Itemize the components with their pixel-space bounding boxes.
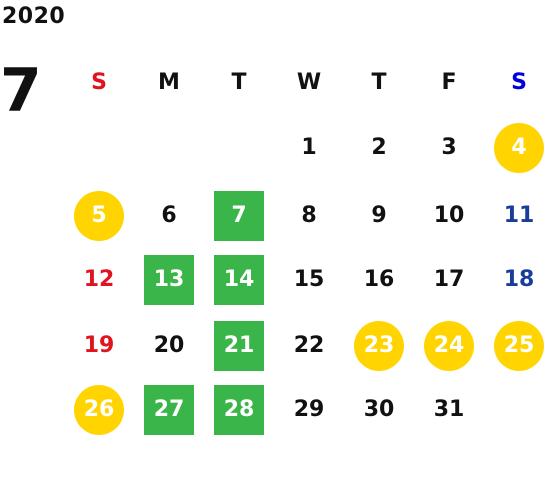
day-number: 27 xyxy=(144,385,194,435)
day-number: 2 xyxy=(371,135,387,160)
day-cell-21[interactable]: 21 xyxy=(210,320,268,372)
day-number: 13 xyxy=(144,255,194,305)
empty-day-cell xyxy=(490,384,548,436)
day-number: 11 xyxy=(503,203,535,228)
empty-day-cell xyxy=(70,122,128,174)
day-cell-25[interactable]: 25 xyxy=(490,320,548,372)
weekday-header-sat: S xyxy=(511,69,527,95)
weekday-header-mon: M xyxy=(158,69,180,95)
empty-day xyxy=(74,123,124,173)
day-number: 30 xyxy=(363,397,395,422)
weekday-header-sun: S xyxy=(91,69,107,95)
day-number: 17 xyxy=(433,267,465,292)
day-cell-2[interactable]: 2 xyxy=(350,122,408,174)
day-number: 24 xyxy=(424,321,474,371)
day-number: 14 xyxy=(214,255,264,305)
day-number: 18 xyxy=(503,267,535,292)
day-cell-17[interactable]: 17 xyxy=(420,254,478,306)
day-number: 19 xyxy=(83,333,115,358)
day-cell-29[interactable]: 29 xyxy=(280,384,338,436)
day-cell-13[interactable]: 13 xyxy=(140,254,198,306)
day-cell-15[interactable]: 15 xyxy=(280,254,338,306)
day-number: 26 xyxy=(74,385,124,435)
day-number: 10 xyxy=(433,203,465,228)
weekday-header-thu: T xyxy=(371,69,387,95)
day-cell-7[interactable]: 7 xyxy=(210,190,268,242)
empty-day xyxy=(214,123,264,173)
day-number: 23 xyxy=(354,321,404,371)
day-cell-26[interactable]: 26 xyxy=(70,384,128,436)
empty-day xyxy=(144,123,194,173)
day-cell-12[interactable]: 12 xyxy=(70,254,128,306)
day-cell-4[interactable]: 4 xyxy=(490,122,548,174)
day-cell-3[interactable]: 3 xyxy=(420,122,478,174)
week-row-1: 1 2 3 4 xyxy=(70,122,548,174)
day-cell-8[interactable]: 8 xyxy=(280,190,338,242)
week-row-3: 12 13 14 15 16 17 18 xyxy=(70,254,548,306)
day-number: 16 xyxy=(363,267,395,292)
day-cell-31[interactable]: 31 xyxy=(420,384,478,436)
day-number: 15 xyxy=(293,267,325,292)
day-cell-27[interactable]: 27 xyxy=(140,384,198,436)
week-row-2: 5 6 7 8 9 10 11 xyxy=(70,190,548,242)
day-cell-22[interactable]: 22 xyxy=(280,320,338,372)
day-number: 3 xyxy=(441,135,457,160)
weekday-header-wed: W xyxy=(296,69,322,95)
day-number: 4 xyxy=(494,123,544,173)
weekday-header-fri: F xyxy=(441,69,457,95)
day-cell-6[interactable]: 6 xyxy=(140,190,198,242)
day-cell-20[interactable]: 20 xyxy=(140,320,198,372)
empty-day xyxy=(494,385,544,435)
day-number: 7 xyxy=(214,191,264,241)
day-number: 8 xyxy=(301,203,317,228)
weekday-header-tue: T xyxy=(231,69,247,95)
day-number: 6 xyxy=(161,203,177,228)
day-number: 31 xyxy=(433,397,465,422)
day-number: 22 xyxy=(293,333,325,358)
year-label: 2020 xyxy=(2,4,66,29)
day-cell-23[interactable]: 23 xyxy=(350,320,408,372)
day-cell-10[interactable]: 10 xyxy=(420,190,478,242)
day-cell-30[interactable]: 30 xyxy=(350,384,408,436)
day-cell-19[interactable]: 19 xyxy=(70,320,128,372)
day-number: 20 xyxy=(153,333,185,358)
day-number: 12 xyxy=(83,267,115,292)
day-number: 25 xyxy=(494,321,544,371)
week-row-5: 26 27 28 29 30 31 xyxy=(70,384,548,436)
day-cell-24[interactable]: 24 xyxy=(420,320,478,372)
day-cell-18[interactable]: 18 xyxy=(490,254,548,306)
day-cell-1[interactable]: 1 xyxy=(280,122,338,174)
day-cell-14[interactable]: 14 xyxy=(210,254,268,306)
day-number: 21 xyxy=(214,321,264,371)
day-number: 9 xyxy=(371,203,387,228)
empty-day-cell xyxy=(140,122,198,174)
day-cell-9[interactable]: 9 xyxy=(350,190,408,242)
day-cell-11[interactable]: 11 xyxy=(490,190,548,242)
day-number: 29 xyxy=(293,397,325,422)
day-cell-5[interactable]: 5 xyxy=(70,190,128,242)
day-cell-16[interactable]: 16 xyxy=(350,254,408,306)
day-number: 5 xyxy=(74,191,124,241)
empty-day-cell xyxy=(210,122,268,174)
month-number: 7 xyxy=(0,56,42,126)
day-number: 1 xyxy=(301,135,317,160)
day-number: 28 xyxy=(214,385,264,435)
day-cell-28[interactable]: 28 xyxy=(210,384,268,436)
week-row-4: 19 20 21 22 23 24 25 xyxy=(70,320,548,372)
